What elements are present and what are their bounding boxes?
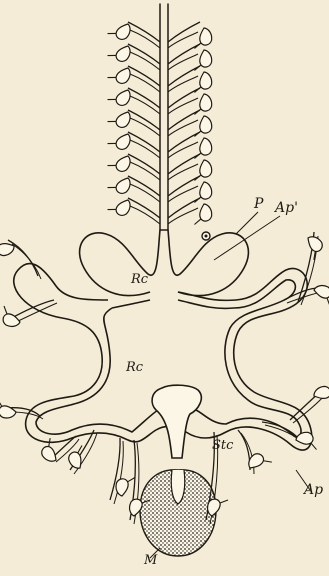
capsule — [189, 70, 214, 93]
label-rc-top: Rc — [131, 273, 148, 286]
branch-line — [128, 132, 160, 152]
ring-canal-outer-wall — [80, 230, 249, 296]
branch-line — [128, 176, 160, 196]
branch-line — [168, 120, 198, 136]
capsule — [3, 306, 20, 326]
branch-line — [168, 142, 198, 158]
stomach-canal — [152, 385, 201, 458]
label-p: P — [254, 197, 263, 211]
capsule — [246, 451, 272, 476]
ring-canal-loop — [14, 263, 312, 450]
capsule — [189, 26, 214, 49]
branch-line — [128, 66, 160, 86]
label-m: M — [144, 554, 157, 567]
branch-line — [128, 198, 160, 218]
branch-line — [128, 88, 160, 108]
capsule — [66, 445, 93, 471]
terminal-capsule-dot — [205, 235, 208, 238]
branch-line — [168, 98, 198, 114]
label-rc-mid: Rc — [126, 361, 143, 374]
label-ap: Ap — [304, 483, 323, 497]
branch-line — [168, 32, 198, 48]
upper-stem — [160, 4, 168, 230]
capsule — [314, 286, 329, 306]
branch-line — [168, 54, 198, 70]
capsule — [189, 92, 214, 115]
capsule — [189, 180, 214, 203]
branch-line — [168, 186, 198, 202]
capsule — [208, 499, 228, 516]
label-ap-prime: Ap' — [275, 201, 298, 215]
capsule — [189, 114, 214, 137]
capsule — [300, 234, 325, 260]
branch-line — [168, 76, 198, 92]
manubrium — [140, 470, 216, 556]
branch-line — [168, 164, 198, 180]
left-side-branches — [107, 19, 160, 224]
branch-line — [128, 110, 160, 130]
label-stc: Stc — [212, 439, 233, 452]
right-side-branches — [168, 22, 214, 240]
capsule — [294, 430, 317, 455]
branch-line — [168, 208, 198, 224]
branch-line — [128, 22, 160, 42]
branch-line — [128, 154, 160, 174]
capsule — [189, 48, 214, 71]
capsule — [189, 136, 214, 159]
capsule — [189, 202, 214, 225]
capsule — [189, 158, 214, 181]
branch-line — [128, 44, 160, 64]
